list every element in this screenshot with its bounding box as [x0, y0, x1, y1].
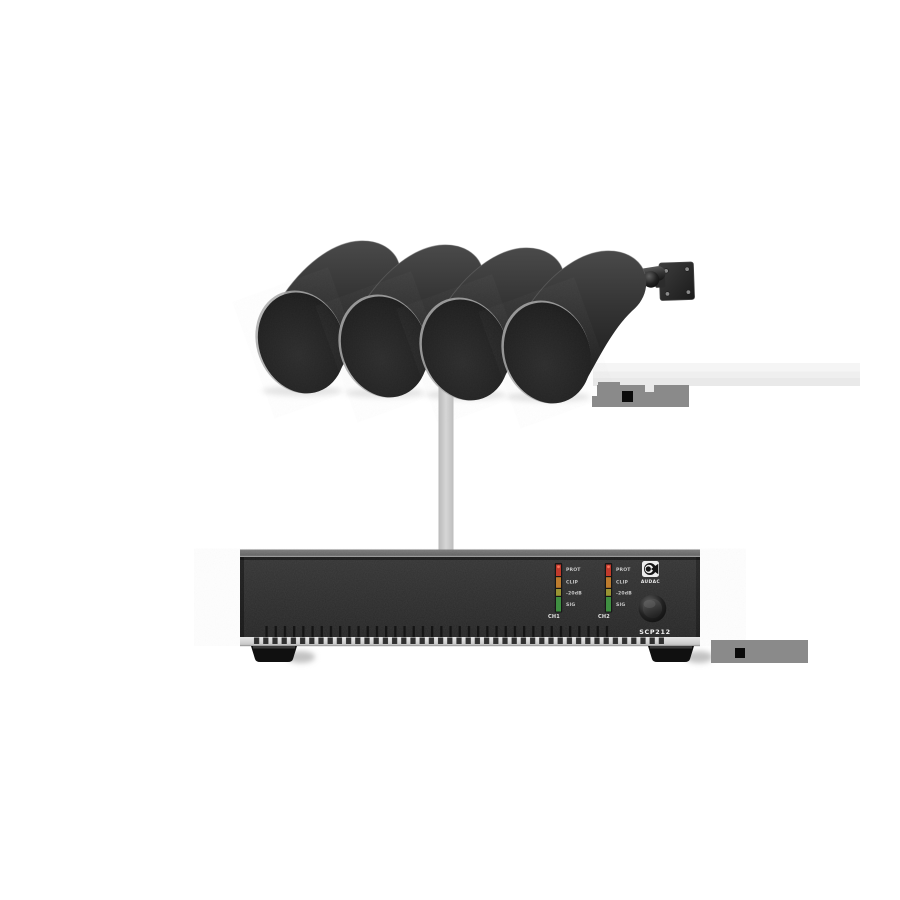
- foot-shadow: [685, 651, 713, 663]
- redaction-blob: [711, 640, 808, 663]
- amp-panel-right-bevel: [696, 557, 700, 638]
- led-label-20db: -20dB: [616, 591, 632, 597]
- power-button-highlight: [643, 600, 656, 608]
- mount-elbow-joint: [642, 271, 660, 288]
- amp-panel-left-bevel: [240, 557, 244, 638]
- logo-wedge: [651, 563, 659, 575]
- amp-foot-left: [251, 646, 297, 662]
- led-meter-ch1: PROT CLIP -20dB SIG CH1: [548, 563, 582, 620]
- audac-logo: AUDAC: [641, 561, 660, 585]
- led-segment-20db: [606, 589, 611, 596]
- amp-panel-texture: [240, 557, 700, 638]
- led-segment-sig: [556, 597, 561, 612]
- led-label-20db: -20dB: [566, 591, 582, 597]
- led-label-prot: PROT: [566, 567, 581, 573]
- vent-slots: [262, 626, 615, 637]
- power-button-cap: [642, 598, 663, 619]
- amp-top-edge: [240, 549, 700, 557]
- led-segment-sig: [606, 597, 611, 612]
- led-meter-ch2: PROT CLIP -20dB SIG CH2: [598, 563, 632, 620]
- led-segment-clip: [606, 577, 611, 588]
- led-label-prot: PROT: [616, 567, 631, 573]
- screw-icon: [664, 291, 670, 297]
- trim-strip-edge: [240, 645, 700, 647]
- led-segment-prot: [606, 564, 611, 576]
- power-button: [638, 594, 667, 623]
- redacted-speakers-label: [592, 382, 689, 407]
- led-prot-lit-dot: [607, 565, 610, 569]
- led-label-sig: SIG: [616, 602, 625, 608]
- screw-icon: [684, 266, 690, 272]
- redaction-blob-notch: [645, 385, 654, 392]
- channel-label-ch2: CH2: [598, 614, 610, 620]
- led-label-clip: CLIP: [616, 580, 628, 586]
- led-prot-lit-dot: [557, 565, 560, 569]
- screw-icon: [685, 289, 691, 295]
- redaction-blob: [597, 385, 689, 407]
- led-label-sig: SIG: [566, 602, 575, 608]
- speaker-array: [241, 241, 695, 416]
- redaction-blob-bump: [598, 382, 620, 386]
- brand-label: AUDAC: [641, 579, 660, 585]
- channel-label-ch1: CH1: [548, 614, 560, 620]
- trim-strip-notches: [252, 637, 664, 644]
- amp-panel-inner-shadow: [240, 557, 700, 560]
- redaction-faint-band: [593, 363, 860, 386]
- redacted-amplifier-label: [711, 640, 808, 663]
- led-segment-prot: [556, 564, 561, 576]
- redaction-blob-step: [592, 396, 597, 407]
- model-label: SCP212: [639, 628, 671, 636]
- amplifier: PROT CLIP -20dB SIG CH1 PROT CLIP -20dB …: [240, 549, 713, 663]
- logo-dot: [645, 566, 651, 572]
- connection-cable: [438, 372, 454, 557]
- redaction-marker: [622, 391, 633, 402]
- led-label-clip: CLIP: [566, 580, 578, 586]
- led-segment-20db: [556, 589, 561, 596]
- led-segment-clip: [556, 577, 561, 588]
- amp-top-highlight: [240, 555, 700, 558]
- amp-foot-right: [648, 646, 694, 662]
- redaction-marker: [735, 648, 745, 658]
